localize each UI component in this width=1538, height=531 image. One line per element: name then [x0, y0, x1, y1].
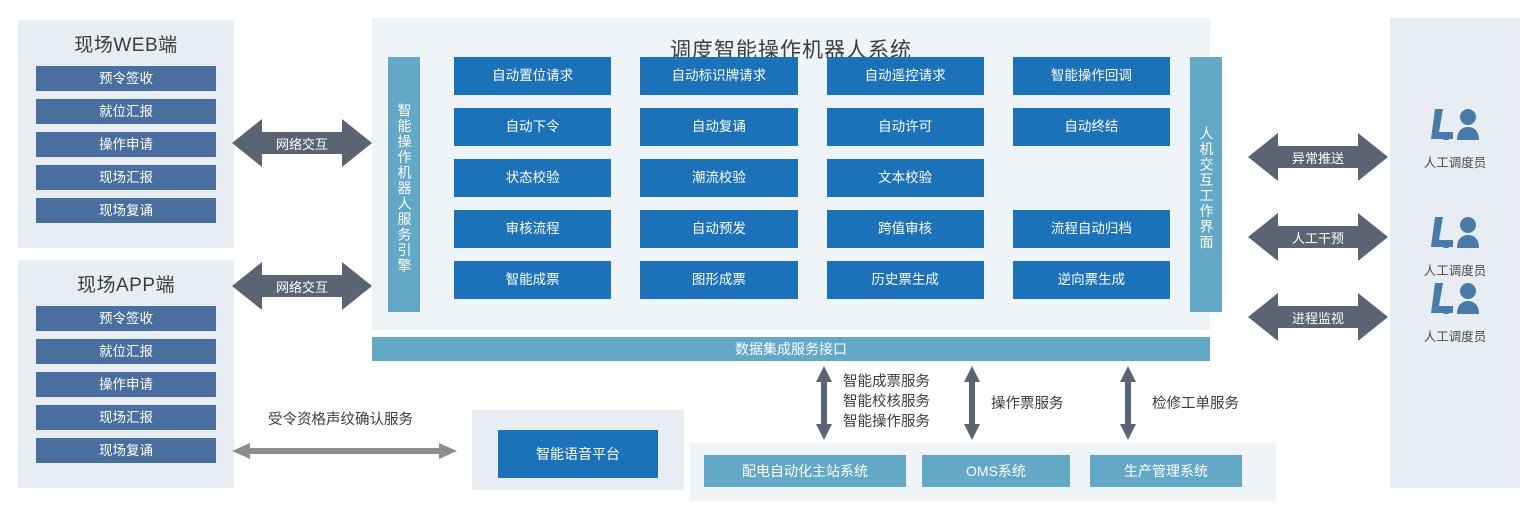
center-system-panel: 调度智能操作机器人系统 智能操作机器人服务引擎 人机交互工作界面 自动置位请求 … [372, 18, 1222, 330]
vertical-double-arrow-icon [816, 366, 832, 440]
operator-desk-icon [1431, 109, 1479, 140]
service-link-label-2: 检修工单服务 [1152, 396, 1239, 412]
feature-box-8[interactable]: 状态校验 [454, 159, 612, 197]
feature-box-17[interactable]: 图形成票 [640, 261, 798, 299]
feature-box-5[interactable]: 自动复诵 [640, 108, 798, 146]
operator-panel: 人工调度员 人工调度员 人工调度员 [1390, 18, 1520, 488]
client-panel-web-title: 现场WEB端 [74, 35, 178, 56]
client-app-item-0[interactable]: 预令签收 [36, 306, 216, 331]
operator-arrow-intervention-label: 人工干预 [1291, 230, 1344, 246]
operator-entry-0: 人工调度员 [1390, 106, 1520, 171]
double-arrow-icon [1248, 213, 1388, 261]
operator-arrow-exception: 异常推送 [1248, 129, 1388, 185]
client-web-item-0[interactable]: 预令签收 [36, 66, 216, 91]
service-link-label-0-line1: 智能成票服务 [843, 374, 930, 390]
voice-service-arrow [232, 441, 457, 461]
client-app-item-4[interactable]: 现场复诵 [36, 438, 216, 463]
network-arrow-web-label: 网络交互 [275, 136, 328, 152]
hmi-strip-label: 人机交互工作界面 [1190, 57, 1222, 312]
voice-platform-box[interactable]: 智能语音平台 [498, 430, 658, 478]
service-link-label-0-line3: 智能操作服务 [843, 414, 930, 430]
page-title: 调度智能操作机器人系统 [670, 39, 912, 62]
external-system-1[interactable]: OMS系统 [922, 455, 1070, 487]
client-app-item-1[interactable]: 就位汇报 [36, 339, 216, 364]
network-arrow-app-label: 网络交互 [275, 279, 328, 295]
client-web-item-3[interactable]: 现场汇报 [36, 165, 216, 190]
feature-box-13[interactable]: 自动预发 [640, 210, 798, 248]
client-app-item-2[interactable]: 操作申请 [36, 372, 216, 397]
operator-arrow-exception-label: 异常推送 [1291, 150, 1344, 166]
double-arrow-icon [1248, 293, 1388, 341]
feature-box-14[interactable]: 跨值审核 [826, 210, 984, 248]
voice-platform-panel: 智能语音平台 [472, 410, 684, 490]
client-web-item-2[interactable]: 操作申请 [36, 132, 216, 157]
network-arrow-web: 网络交互 [232, 115, 372, 171]
operator-entry-1: 人工调度员 [1390, 214, 1520, 279]
external-system-0[interactable]: 配电自动化主站系统 [704, 455, 906, 487]
feature-box-1[interactable]: 自动标识牌请求 [640, 57, 798, 95]
external-systems-panel: 配电自动化主站系统 OMS系统 生产管理系统 [690, 443, 1276, 501]
service-arrow-1 [962, 366, 982, 440]
data-integration-bar[interactable]: 数据集成服务接口 [372, 337, 1210, 361]
operator-label-0: 人工调度员 [1423, 156, 1487, 170]
service-link-label-0: 智能成票服务 智能校核服务 智能操作服务 [843, 372, 930, 432]
double-arrow-icon [232, 443, 457, 459]
operator-arrow-monitor-label: 进程监视 [1291, 310, 1344, 326]
feature-grid: 自动置位请求 自动标识牌请求 自动遥控请求 智能操作回调 自动下令 自动复诵 自… [454, 57, 1170, 299]
feature-box-19[interactable]: 逆向票生成 [1012, 261, 1170, 299]
service-arrow-0 [814, 366, 834, 440]
feature-box-12[interactable]: 审核流程 [454, 210, 612, 248]
double-arrow-icon [232, 262, 372, 310]
voice-service-label: 受令资格声纹确认服务 [268, 412, 413, 428]
operator-desk-icon [1431, 283, 1479, 314]
operator-arrow-intervention: 人工干预 [1248, 209, 1388, 265]
feature-box-4[interactable]: 自动下令 [454, 108, 612, 146]
feature-box-2[interactable]: 自动遥控请求 [826, 57, 984, 95]
service-link-label-0-line2: 智能校核服务 [843, 394, 930, 410]
client-panel-app: 现场APP端 预令签收 就位汇报 操作申请 现场汇报 现场复诵 [18, 260, 234, 488]
operator-desk-icon [1431, 217, 1479, 248]
feature-box-10[interactable]: 文本校验 [826, 159, 984, 197]
service-arrow-2 [1118, 366, 1138, 440]
feature-box-3[interactable]: 智能操作回调 [1012, 57, 1170, 95]
double-arrow-icon [232, 119, 372, 167]
network-arrow-app: 网络交互 [232, 258, 372, 314]
operator-label-2: 人工调度员 [1423, 330, 1487, 344]
feature-box-15[interactable]: 流程自动归档 [1012, 210, 1170, 248]
client-panel-app-title: 现场APP端 [76, 275, 176, 296]
feature-box-6[interactable]: 自动许可 [826, 108, 984, 146]
feature-box-9[interactable]: 潮流校验 [640, 159, 798, 197]
operator-label-1: 人工调度员 [1423, 264, 1487, 278]
service-link-label-1: 操作票服务 [991, 396, 1064, 412]
double-arrow-icon [1248, 133, 1388, 181]
feature-box-7[interactable]: 自动终结 [1012, 108, 1170, 146]
client-web-item-1[interactable]: 就位汇报 [36, 99, 216, 124]
feature-box-18[interactable]: 历史票生成 [826, 261, 984, 299]
client-panel-web: 现场WEB端 预令签收 就位汇报 操作申请 现场汇报 现场复诵 [18, 20, 234, 248]
feature-box-0[interactable]: 自动置位请求 [454, 57, 612, 95]
feature-box-11-placeholder [1013, 159, 1170, 197]
vertical-double-arrow-icon [964, 366, 980, 440]
client-web-item-4[interactable]: 现场复诵 [36, 198, 216, 223]
client-app-item-3[interactable]: 现场汇报 [36, 405, 216, 430]
vertical-double-arrow-icon [1120, 366, 1136, 440]
external-system-2[interactable]: 生产管理系统 [1090, 455, 1242, 487]
operator-entry-2: 人工调度员 [1390, 280, 1520, 345]
engine-strip-label: 智能操作机器人服务引擎 [388, 57, 420, 312]
operator-arrow-monitor: 进程监视 [1248, 289, 1388, 345]
feature-box-16[interactable]: 智能成票 [454, 261, 612, 299]
